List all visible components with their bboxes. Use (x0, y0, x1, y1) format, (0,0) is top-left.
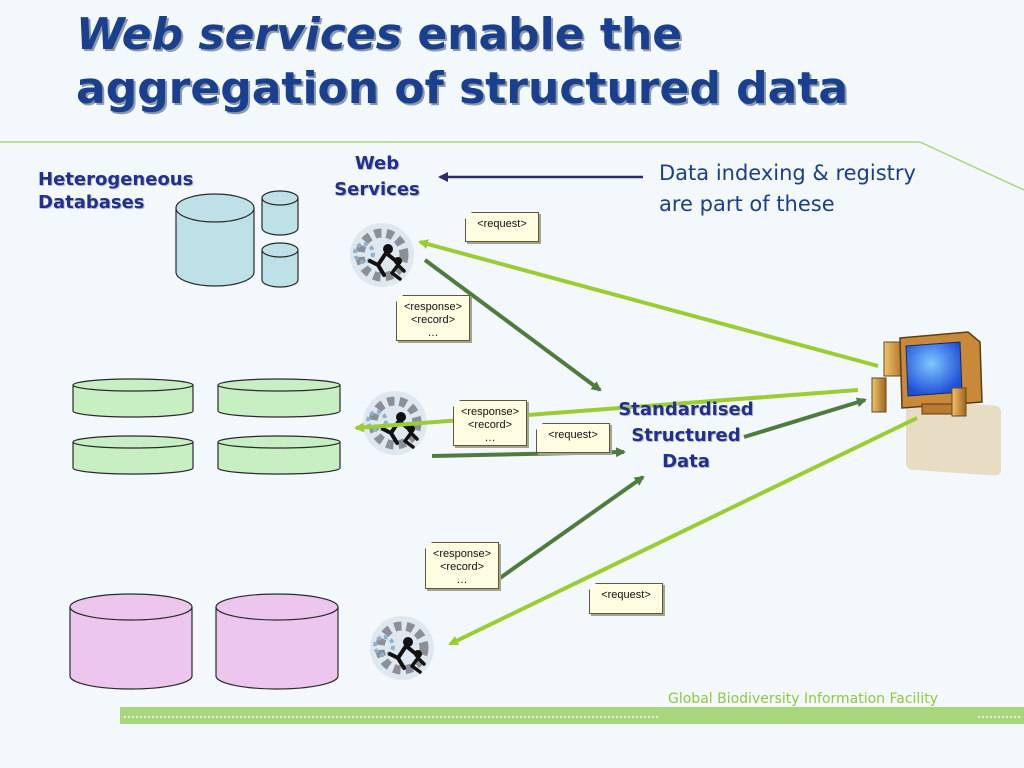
request-message-3: <request> (589, 583, 663, 614)
record-tag: <record> (439, 561, 485, 573)
database-icon (175, 193, 255, 287)
response-tag: <response> (403, 301, 463, 313)
request-text: <request> (548, 429, 598, 441)
request-message-2: <request> (536, 423, 610, 453)
response-arrow-3 (498, 475, 645, 580)
standardised-data-label: Standardised Structured Data (612, 397, 760, 475)
desktop-computer-icon (871, 331, 1001, 476)
response-message-1: <response> <record> … (396, 295, 470, 341)
heterogeneous-databases-label: Heterogeneous Databases (38, 168, 193, 214)
db-group-pink (69, 593, 339, 690)
database-icon (69, 593, 193, 690)
slide-title: Web services enable the aggregation of s… (76, 8, 848, 116)
aggregate-arrow (743, 397, 867, 439)
ellipsis: … (456, 574, 468, 586)
title-line1-rest: enable the (417, 9, 683, 60)
database-icon (217, 378, 341, 418)
ellipsis: … (427, 327, 439, 339)
database-icon (261, 242, 299, 288)
record-tag: <record> (410, 314, 456, 326)
database-icon (261, 190, 299, 236)
db-label-line2: Databases (38, 192, 145, 213)
db-group-blue (175, 190, 299, 288)
web-services-label: Web Services (318, 151, 436, 203)
database-icon (72, 378, 194, 418)
center-label-line2: Structured (631, 425, 741, 446)
request-text: <request> (601, 589, 651, 601)
response-tag: <response> (432, 548, 492, 560)
center-label-line1: Standardised (618, 399, 754, 420)
response-tag: <response> (460, 406, 520, 418)
footer-bar (120, 707, 1024, 724)
database-icon (217, 435, 341, 475)
center-label-line3: Data (662, 451, 710, 472)
response-message-3: <response> <record> … (425, 542, 499, 589)
request-message-1: <request> (465, 212, 539, 242)
request-text: <request> (477, 218, 527, 230)
ws-label-line1: Web (354, 153, 400, 174)
registry-note-line2: are part of these (659, 192, 835, 216)
ws-label-line2: Services (334, 179, 420, 200)
request-arrow-1 (418, 239, 879, 368)
footer-organization: Global Biodiversity Information Facility (668, 691, 938, 707)
title-line2: aggregation of structured data (76, 63, 849, 114)
request-arrow-2 (354, 388, 859, 433)
header-divider-slant (919, 141, 1024, 191)
db-group-green (72, 378, 341, 475)
registry-note-line1: Data indexing & registry (659, 161, 916, 185)
db-label-line1: Heterogeneous (38, 169, 194, 190)
record-tag: <record> (467, 419, 513, 431)
web-service-icon-3 (370, 616, 434, 680)
web-service-icon-1 (350, 223, 414, 287)
title-emphasis: Web services (76, 9, 402, 60)
ellipsis: … (484, 432, 496, 444)
database-icon (72, 435, 194, 475)
response-message-2: <response> <record> … (453, 400, 527, 446)
database-icon (215, 593, 339, 690)
response-arrow-1 (423, 258, 602, 392)
registry-note: Data indexing & registry are part of the… (659, 158, 916, 220)
request-arrow-3 (448, 416, 918, 646)
